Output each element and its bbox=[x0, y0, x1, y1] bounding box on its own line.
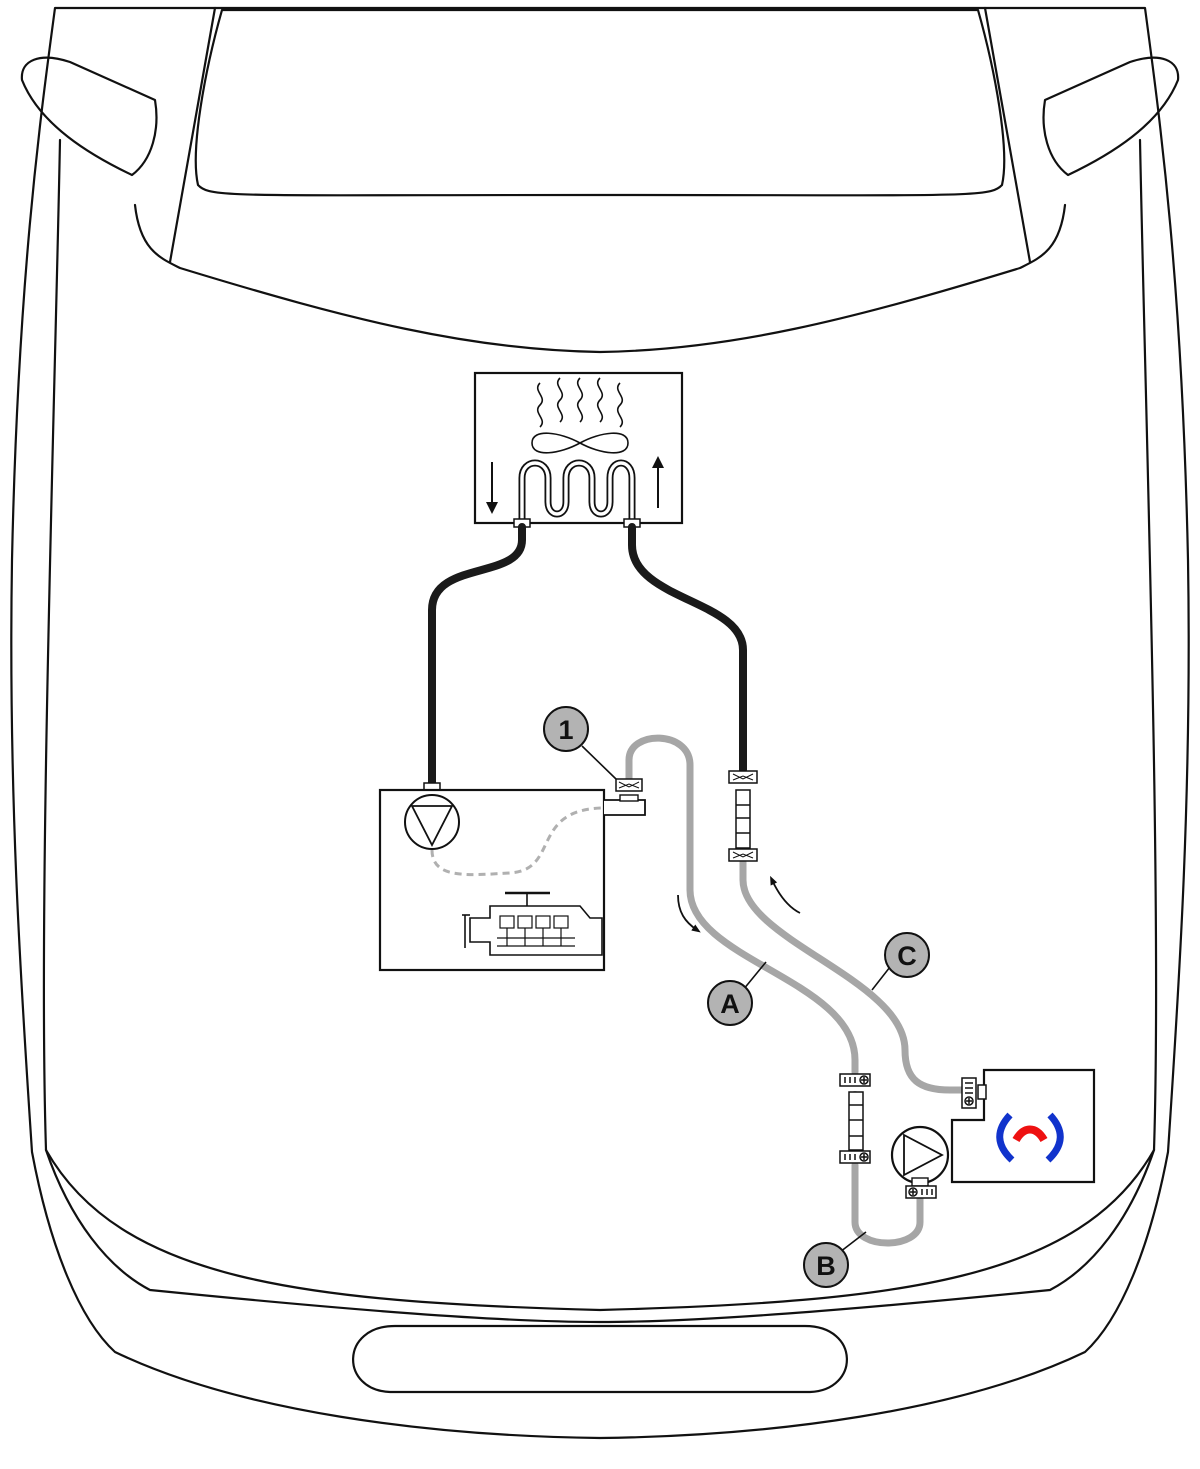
callout-C: C bbox=[884, 932, 930, 978]
a-pillar-left bbox=[168, 6, 217, 264]
hose-B bbox=[851, 1161, 924, 1247]
flow-arrow-icon bbox=[677, 894, 701, 933]
windscreen bbox=[194, 8, 1006, 197]
hose-A bbox=[625, 734, 859, 1076]
heater-flame-symbol-icon bbox=[996, 1112, 1064, 1163]
fan-icon bbox=[531, 432, 629, 454]
callout-B-leader bbox=[839, 1231, 867, 1253]
hood-outline bbox=[10, 6, 1190, 1440]
mirror-left bbox=[20, 56, 158, 177]
callout-1-leader bbox=[581, 745, 617, 780]
hose-connector-icon bbox=[905, 1185, 937, 1199]
body-inner-line bbox=[42, 138, 1158, 1324]
auxiliary-heater-icon bbox=[950, 1068, 1096, 1184]
radiator-hoses bbox=[428, 523, 747, 792]
callout-1: 1 bbox=[543, 706, 589, 752]
callout-A: A bbox=[707, 980, 753, 1026]
hose-connector-icon bbox=[615, 778, 643, 792]
hose-connector-icon bbox=[728, 770, 758, 862]
mirror-right bbox=[1042, 56, 1180, 177]
callout-B-label: B bbox=[816, 1251, 836, 1281]
coolant-pump-icon bbox=[404, 794, 460, 850]
flow-arrow-icon bbox=[770, 875, 801, 914]
callout-1-label: 1 bbox=[558, 715, 573, 745]
hose-connectors bbox=[615, 770, 871, 1164]
front-grille bbox=[352, 1324, 848, 1394]
auxiliary-pump-icon bbox=[890, 1125, 950, 1199]
radiator-icon bbox=[473, 371, 684, 528]
heater-housing bbox=[950, 1068, 1096, 1184]
heat-waves-icon bbox=[536, 377, 624, 428]
a-pillar-right bbox=[983, 6, 1032, 264]
car-body-outline bbox=[10, 6, 1190, 1440]
callout-A-label: A bbox=[720, 989, 740, 1019]
callout-A-leader bbox=[742, 961, 767, 991]
hose-C bbox=[739, 858, 966, 1094]
hood-shut-line bbox=[133, 203, 1067, 354]
callout-C-label: C bbox=[897, 941, 917, 971]
radiator-hose-left bbox=[428, 523, 526, 792]
hose-connector-icon bbox=[839, 1073, 871, 1164]
bumper-line bbox=[44, 1148, 1156, 1312]
internal-coolant-path bbox=[430, 806, 603, 877]
callout-B: B bbox=[803, 1242, 849, 1288]
engine-icon bbox=[462, 891, 603, 956]
radiator-hose-right bbox=[628, 523, 747, 774]
engine-block bbox=[378, 782, 646, 972]
callout-C-leader bbox=[871, 966, 891, 991]
radiator-frame bbox=[473, 371, 684, 525]
hose-connector-icon bbox=[961, 1077, 977, 1109]
